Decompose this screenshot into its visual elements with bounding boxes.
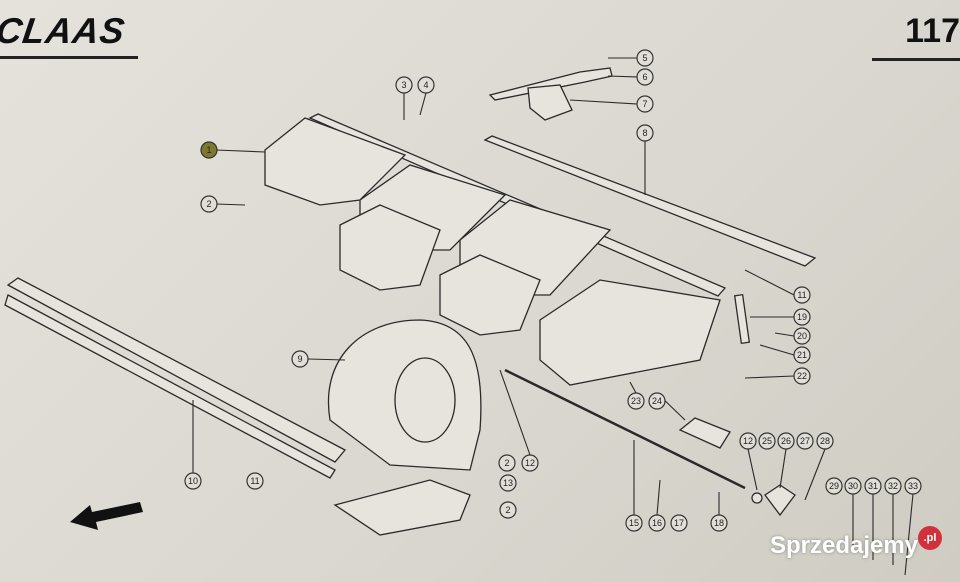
- svg-text:11: 11: [797, 290, 806, 300]
- callout-1: 1: [200, 141, 218, 159]
- callout-2: 2: [200, 195, 218, 213]
- svg-text:17: 17: [674, 518, 684, 528]
- callout-10: 10: [184, 472, 202, 490]
- callout-11-left: 11: [246, 472, 264, 490]
- svg-text:27: 27: [800, 436, 810, 446]
- callout-4: 4: [417, 76, 435, 94]
- callout-32: 32: [884, 477, 902, 495]
- svg-text:22: 22: [797, 371, 807, 381]
- watermark-badge: .pl: [918, 526, 942, 550]
- callout-12-center: 12: [521, 454, 539, 472]
- shaft-15: [504, 368, 746, 490]
- svg-text:10: 10: [188, 476, 198, 486]
- svg-text:11: 11: [250, 476, 259, 486]
- callout-31: 31: [864, 477, 882, 495]
- watermark: Sprzedajemy: [770, 532, 919, 559]
- svg-text:20: 20: [797, 331, 807, 341]
- callout-33: 33: [904, 477, 922, 495]
- fan-base: [333, 479, 471, 536]
- svg-text:12: 12: [743, 436, 753, 446]
- svg-text:25: 25: [762, 436, 772, 446]
- svg-text:33: 33: [908, 481, 918, 491]
- plate-24: [678, 417, 731, 449]
- svg-text:2: 2: [505, 505, 510, 515]
- callout-25: 25: [758, 432, 776, 450]
- callout-18: 18: [710, 514, 728, 532]
- callout-24: 24: [648, 392, 666, 410]
- callout-5: 5: [636, 49, 654, 67]
- bearing-12: [751, 492, 763, 504]
- svg-text:1: 1: [206, 145, 211, 155]
- strap-19: [733, 293, 751, 345]
- svg-text:32: 32: [888, 481, 898, 491]
- callout-23: 23: [627, 392, 645, 410]
- callout-29: 29: [825, 477, 843, 495]
- callout-16: 16: [648, 514, 666, 532]
- svg-text:7: 7: [642, 99, 647, 109]
- svg-text:13: 13: [503, 478, 513, 488]
- bracket-26: [764, 484, 796, 517]
- callout-22: 22: [793, 367, 811, 385]
- callout-2-lower: 2: [499, 501, 517, 519]
- svg-text:21: 21: [797, 350, 807, 360]
- svg-text:8: 8: [642, 128, 647, 138]
- header-rule-left: [0, 56, 138, 59]
- callout-28: 28: [816, 432, 834, 450]
- fan-opening: [394, 357, 456, 443]
- callout-19: 19: [793, 308, 811, 326]
- duct-lower-1: [339, 204, 441, 291]
- callout-30: 30: [844, 477, 862, 495]
- callout-21: 21: [793, 346, 811, 364]
- callout-8: 8: [636, 124, 654, 142]
- duct-lower-2: [439, 254, 541, 336]
- page-number: 117: [905, 12, 960, 50]
- svg-text:9: 9: [297, 354, 302, 364]
- callout-12-right: 12: [739, 432, 757, 450]
- callout-11-right: 11: [793, 286, 811, 304]
- callout-9: 9: [291, 350, 309, 368]
- svg-text:19: 19: [797, 312, 807, 322]
- svg-text:31: 31: [868, 481, 878, 491]
- svg-text:16: 16: [652, 518, 662, 528]
- header-rule-right: [872, 58, 960, 61]
- callout-7: 7: [636, 95, 654, 113]
- svg-text:12: 12: [525, 458, 535, 468]
- left-beam: [6, 277, 347, 463]
- duct-4: [539, 279, 721, 386]
- callout-13: 13: [499, 474, 517, 492]
- svg-text:18: 18: [714, 518, 724, 528]
- callout-6: 6: [636, 68, 654, 86]
- long-rail-8: [483, 135, 817, 267]
- callout-3: 3: [395, 76, 413, 94]
- svg-text:24: 24: [652, 396, 662, 406]
- svg-text:6: 6: [642, 72, 647, 82]
- callout-2-center: 2: [498, 454, 516, 472]
- callout-15: 15: [625, 514, 643, 532]
- svg-text:26: 26: [781, 436, 791, 446]
- svg-text:5: 5: [642, 53, 647, 63]
- svg-text:29: 29: [829, 481, 839, 491]
- svg-text:2: 2: [206, 199, 211, 209]
- svg-text:2: 2: [504, 458, 509, 468]
- leader-lines: [192, 57, 914, 576]
- svg-text:15: 15: [629, 518, 639, 528]
- svg-text:3: 3: [401, 80, 406, 90]
- callout-26: 26: [777, 432, 795, 450]
- svg-text:28: 28: [820, 436, 830, 446]
- callout-27: 27: [796, 432, 814, 450]
- svg-text:4: 4: [423, 80, 428, 90]
- left-beam-lower: [4, 294, 336, 479]
- direction-arrow-icon: [70, 502, 143, 530]
- svg-text:30: 30: [848, 481, 858, 491]
- bracket-7: [527, 84, 573, 121]
- svg-text:23: 23: [631, 396, 641, 406]
- callout-17: 17: [670, 514, 688, 532]
- callout-20: 20: [793, 327, 811, 345]
